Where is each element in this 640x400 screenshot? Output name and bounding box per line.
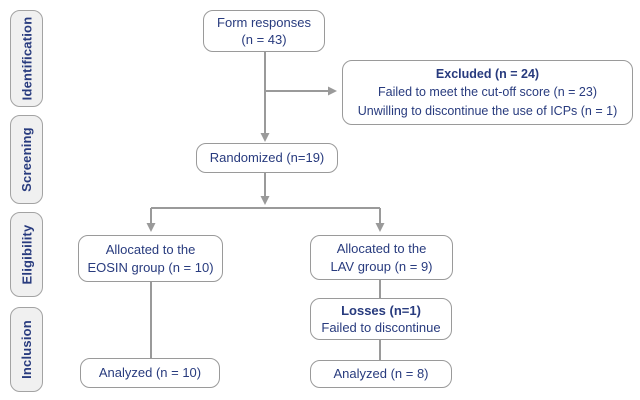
allocated-eosin-line1: Allocated to the [105,242,196,258]
allocated-lav-line1: Allocated to the [336,241,427,257]
excluded-title: Excluded (n = 24) [435,67,540,82]
stage-inclusion: Inclusion [10,307,43,392]
box-form-responses: Form responses (n = 43) [203,10,325,52]
stage-inclusion-label: Inclusion [19,320,35,379]
box-losses: Losses (n=1) Failed to discontinue [310,298,452,340]
analyzed-lav-line1: Analyzed (n = 8) [333,366,429,382]
stage-identification-label: Identification [19,16,35,101]
box-analyzed-eosin: Analyzed (n = 10) [80,358,220,388]
arrowhead-randomized [260,133,270,142]
box-allocated-eosin: Allocated to the EOSIN group (n = 10) [78,235,223,282]
stage-eligibility-label: Eligibility [19,224,35,285]
arrowhead-excluded [328,86,337,96]
box-randomized: Randomized (n=19) [196,143,338,173]
arrowhead-split [260,196,270,205]
arrowhead-lav [375,223,385,232]
arrowhead-eosin [146,223,156,232]
stage-eligibility: Eligibility [10,212,43,297]
stage-identification: Identification [10,10,43,107]
excluded-line2: Unwilling to discontinue the use of ICPs… [357,103,618,118]
stage-screening-label: Screening [19,127,34,192]
box-allocated-lav: Allocated to the LAV group (n = 9) [310,235,453,280]
losses-title: Losses (n=1) [341,302,421,318]
box-analyzed-lav: Analyzed (n = 8) [310,360,452,388]
stage-screening: Screening [10,115,43,204]
allocated-eosin-line2: EOSIN group (n = 10) [87,259,214,275]
randomized-line1: Randomized (n=19) [209,150,325,166]
box-excluded: Excluded (n = 24) Failed to meet the cut… [342,60,633,125]
allocated-lav-line2: LAV group (n = 9) [330,258,433,274]
form-responses-line2: (n = 43) [241,32,287,47]
form-responses-line1: Form responses [217,14,311,30]
excluded-line1: Failed to meet the cut-off score (n = 23… [378,85,597,100]
analyzed-eosin-line1: Analyzed (n = 10) [98,365,202,381]
losses-line1: Failed to discontinue [321,320,441,335]
